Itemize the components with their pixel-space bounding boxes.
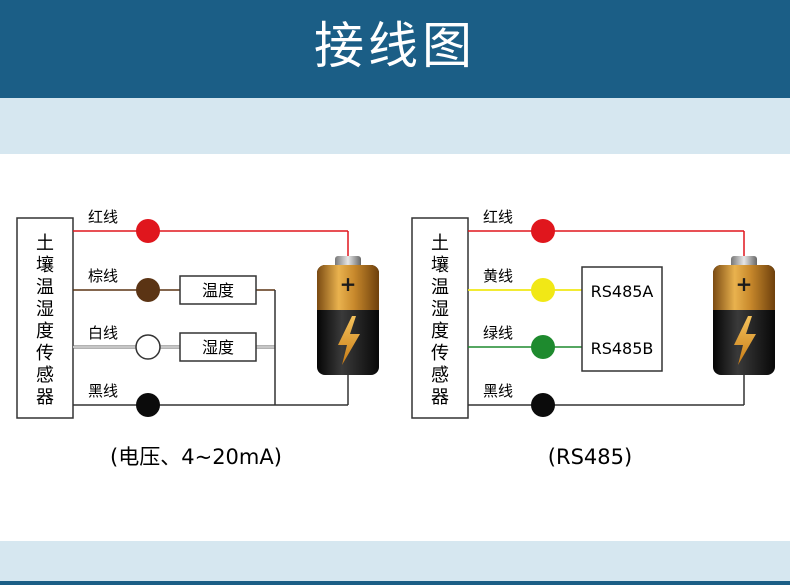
- lightning-icon: [734, 316, 756, 365]
- sensor-label-char: 湿: [36, 299, 54, 320]
- battery-plus: +: [736, 272, 753, 296]
- load-label-humidity: 湿度: [202, 338, 234, 357]
- sensor-label-char: 感: [431, 365, 449, 386]
- terminal-yellow: [531, 278, 555, 302]
- sensor-box: [411, 217, 469, 419]
- sensor-label-char: 壤: [36, 255, 54, 276]
- terminal-white: [135, 334, 161, 360]
- load-box-temperature: [179, 275, 257, 305]
- battery-icon: +: [713, 256, 775, 375]
- lightning-icon: [338, 316, 360, 365]
- sensor-label-char: 土: [36, 233, 54, 254]
- sensor-label-char: 度: [431, 321, 449, 342]
- header-bar: 接线图: [0, 0, 790, 98]
- wire-label: 白线: [88, 324, 118, 342]
- wire-label: 棕线: [88, 267, 118, 285]
- bottom-line: [0, 581, 790, 585]
- wire-label: 黄线: [483, 267, 513, 285]
- right-diagram: 土 壤 温 湿 度 传 感 器 红线 黄线 绿线 黑线 RS485A RS485…: [411, 208, 775, 469]
- sensor-label-char: 度: [36, 321, 54, 342]
- sensor-label-char: 土: [431, 233, 449, 254]
- sensor-label-char: 壤: [431, 255, 449, 276]
- battery-plus: +: [340, 272, 357, 296]
- top-band: [0, 98, 790, 154]
- bottom-band: [0, 541, 790, 581]
- rs485-box: [581, 266, 663, 372]
- wire-label: 红线: [483, 208, 513, 226]
- sensor-label-char: 器: [431, 387, 449, 408]
- sensor-label-char: 感: [36, 365, 54, 386]
- sensor-label-char: 温: [36, 277, 54, 298]
- wire-label: 黑线: [88, 382, 118, 400]
- terminal-black: [531, 393, 555, 417]
- wire-label: 红线: [88, 208, 118, 226]
- load-box-humidity: [179, 332, 257, 362]
- terminal-red: [531, 219, 555, 243]
- terminal-green: [531, 335, 555, 359]
- load-label-temperature: 温度: [202, 281, 234, 300]
- sensor-label-char: 器: [36, 387, 54, 408]
- wire-label: 黑线: [483, 382, 513, 400]
- terminal-black: [136, 393, 160, 417]
- right-caption: (RS485): [548, 445, 632, 469]
- sensor-label-char: 传: [431, 343, 449, 364]
- left-caption: (电压、4~20mA): [110, 445, 282, 469]
- terminal-red: [136, 219, 160, 243]
- sensor-box: [16, 217, 74, 419]
- terminal-brown: [136, 278, 160, 302]
- page-title: 接线图: [314, 17, 476, 75]
- sensor-label-char: 湿: [431, 299, 449, 320]
- rs485b-label: RS485B: [591, 339, 654, 358]
- battery-icon: +: [317, 256, 379, 375]
- rs485a-label: RS485A: [591, 282, 654, 301]
- sensor-label-char: 温: [431, 277, 449, 298]
- wire-label: 绿线: [483, 324, 513, 342]
- left-diagram: 土 壤 温 湿 度 传 感 器 红线 棕线 白线 黑线 温度 湿度: [16, 208, 379, 469]
- sensor-label-char: 传: [36, 343, 54, 364]
